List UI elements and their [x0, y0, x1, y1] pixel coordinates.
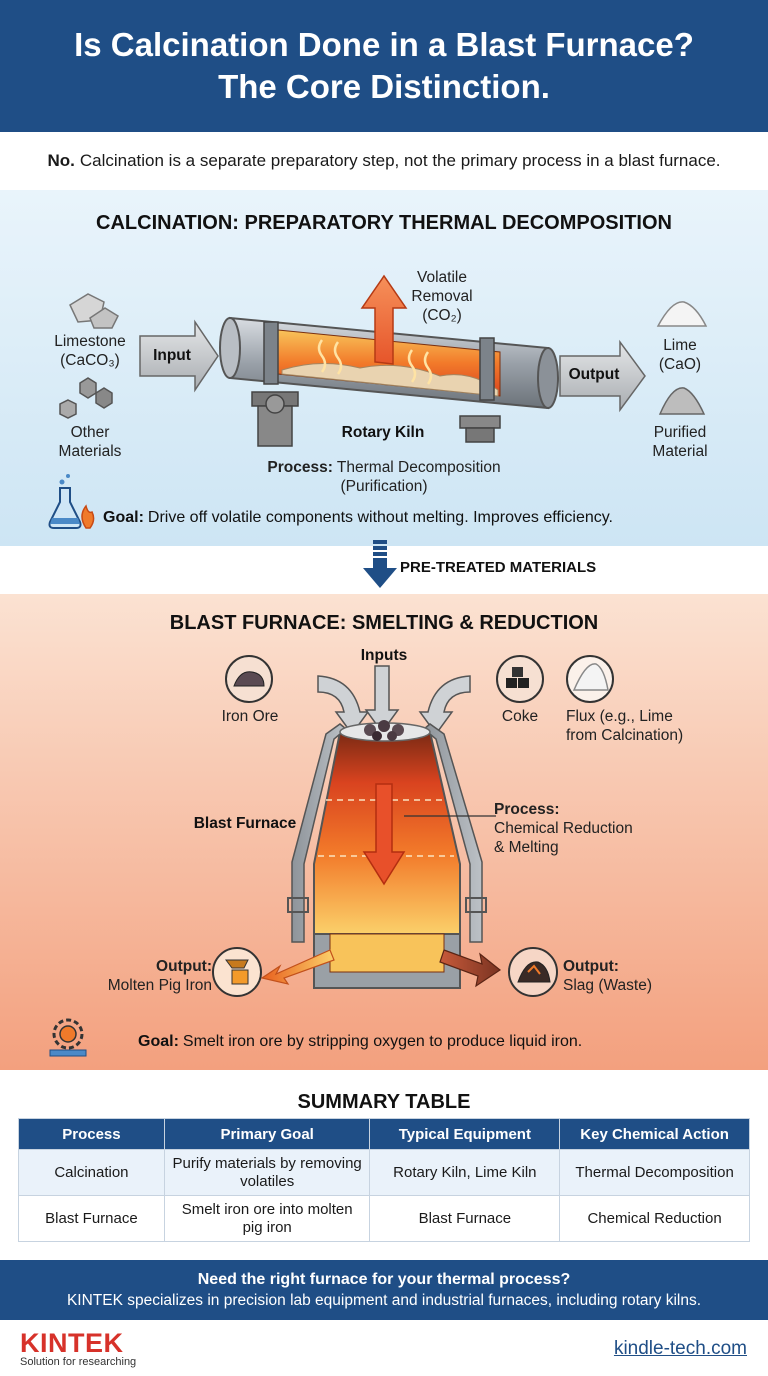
pig-iron-output-label: Output: Molten Pig Iron [107, 958, 212, 994]
table-cell: Purify materials by removing volatiles [163, 1149, 371, 1196]
gear-goal-icon [49, 1018, 87, 1057]
table-header: Key Chemical Action [559, 1118, 750, 1150]
intro-statement: No. Calcination is a separate preparator… [0, 132, 768, 190]
blast-furnace-label: Blast Furnace [193, 815, 297, 832]
table-header: Typical Equipment [369, 1118, 561, 1150]
title-line-2: The Core Distinction. [218, 68, 550, 105]
bf-goal: Goal:Smelt iron ore by stripping oxygen … [138, 1033, 583, 1050]
summary-title: SUMMARY TABLE [297, 1091, 471, 1113]
purified-material-label: Purified Material [652, 424, 708, 460]
slag-arrow [439, 949, 502, 988]
table-cell: Blast Furnace [369, 1195, 561, 1242]
page-title: Is Calcination Done in a Blast Furnace? … [74, 24, 694, 108]
table-header: Primary Goal [163, 1118, 371, 1150]
calcination-goal: Goal:Drive off volatile components witho… [103, 509, 613, 526]
logo-tagline: Solution for researching [20, 1356, 137, 1368]
input-arrow [139, 319, 219, 393]
pig-iron-arrow [260, 949, 335, 985]
kintek-logo[interactable]: KINTEK [20, 1328, 124, 1358]
slag-output-label: Output: Slag (Waste) [563, 958, 653, 994]
iron-ore-icon [225, 655, 273, 703]
summary-section: SUMMARY TABLE Process Primary Goal Typic… [0, 1070, 768, 1260]
flux-label: Flux (e.g., Lime from Calcination) [566, 708, 684, 744]
table-cell: Smelt iron ore into molten pig iron [163, 1195, 371, 1242]
output-label: Output [568, 366, 620, 383]
coke-label: Coke [501, 708, 539, 725]
input-label: Input [153, 347, 191, 364]
summary-table: Process Primary Goal Typical Equipment K… [18, 1118, 750, 1242]
transition-band: PRE-TREATED MATERIALS [0, 540, 768, 594]
iron-ore-label: Iron Ore [221, 708, 279, 725]
intro-bold: No. [47, 151, 75, 170]
table-row: Blast Furnace Smelt iron ore into molten… [18, 1195, 750, 1242]
calcination-section: CALCINATION: PREPARATORY THERMAL DECOMPO… [0, 190, 768, 546]
page-header: Is Calcination Done in a Blast Furnace? … [0, 0, 768, 132]
rotary-kiln-label: Rotary Kiln [341, 424, 425, 441]
inputs-arrows [317, 665, 471, 736]
lime-label: Lime (CaO) [658, 337, 702, 373]
lime-icon [656, 301, 708, 327]
transition-arrow-icon [363, 540, 397, 588]
cta-text: KINTEK specializes in precision lab equi… [66, 1291, 702, 1309]
blast-furnace-section: BLAST FURNACE: SMELTING & REDUCTION [0, 594, 768, 1070]
other-materials-label: Other Materials [58, 424, 122, 460]
calcination-diagram [48, 274, 708, 529]
molten-iron-icon [212, 947, 262, 997]
cta-headline: Need the right furnace for your thermal … [197, 1270, 571, 1288]
flask-flame-icon [48, 474, 95, 529]
intro-text: Calcination is a separate preparatory st… [79, 151, 721, 170]
table-row: Calcination Purify materials by removing… [18, 1149, 750, 1196]
table-cell: Thermal Decomposition [559, 1149, 750, 1196]
blast-furnace-diagram [49, 655, 614, 1057]
other-materials-icon [59, 377, 113, 419]
title-line-1: Is Calcination Done in a Blast Furnace? [74, 26, 694, 63]
volatile-removal-arrow [360, 274, 408, 365]
pre-treated-label: PRE-TREATED MATERIALS [400, 559, 597, 576]
output-arrow [559, 339, 646, 413]
bf-process-label: Process: Chemical Reduction & Melting [494, 801, 633, 856]
volatile-removal-label: Volatile Removal (CO₂) [411, 269, 473, 324]
table-cell: Chemical Reduction [559, 1195, 750, 1242]
table-header-row: Process Primary Goal Typical Equipment K… [18, 1118, 750, 1150]
table-header: Process [18, 1118, 165, 1150]
table-cell: Calcination [18, 1149, 165, 1196]
limestone-label: Limestone (CaCO₃) [54, 333, 126, 369]
slag-icon [508, 947, 558, 997]
website-link[interactable]: kindle-tech.com [613, 1338, 747, 1359]
footer: KINTEK Solution for researching kindle-t… [0, 1320, 768, 1376]
calcination-title: CALCINATION: PREPARATORY THERMAL DECOMPO… [96, 212, 672, 234]
blast-furnace-icon [287, 720, 496, 989]
inputs-label: Inputs [360, 647, 408, 664]
purified-material-icon [658, 387, 706, 415]
blast-furnace-title: BLAST FURNACE: SMELTING & REDUCTION [169, 612, 599, 634]
cta-banner: Need the right furnace for your thermal … [0, 1260, 768, 1320]
flux-icon [566, 655, 614, 703]
table-cell: Blast Furnace [18, 1195, 165, 1242]
table-cell: Rotary Kiln, Lime Kiln [369, 1149, 561, 1196]
calcination-process-label: Process: Thermal Decomposition (Purifica… [267, 459, 501, 495]
coke-icon [496, 655, 544, 703]
limestone-icon [69, 293, 119, 329]
